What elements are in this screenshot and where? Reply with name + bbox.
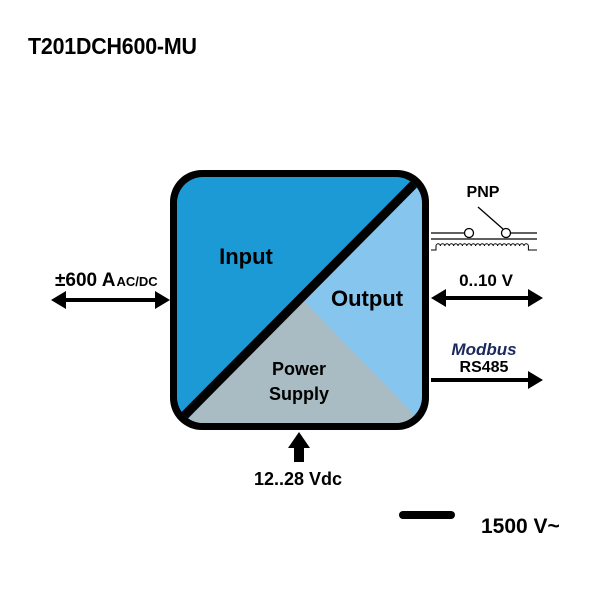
modbus-logo: Modbus bbox=[451, 340, 516, 359]
arrow-head-left bbox=[51, 291, 66, 309]
power-supply-label: 12..28 Vdc bbox=[254, 469, 342, 489]
arrow-head-right bbox=[528, 371, 543, 389]
pnp-switch-symbol bbox=[431, 206, 537, 251]
input-arrow bbox=[51, 291, 170, 309]
input-range: ±600 A bbox=[55, 270, 116, 291]
arrow-head-up bbox=[288, 432, 310, 448]
arrow-head-right bbox=[528, 289, 543, 307]
coil-symbol bbox=[431, 243, 537, 251]
converter-block: Input Output Power Supply bbox=[170, 170, 429, 430]
switch-lever bbox=[477, 206, 504, 230]
diagonal-divider bbox=[177, 177, 422, 423]
pnp-label: PNP bbox=[467, 184, 500, 201]
analog-output-arrow bbox=[431, 289, 543, 307]
output-label: Output bbox=[331, 286, 404, 311]
switch-contact-right bbox=[500, 227, 512, 239]
power-supply-region bbox=[177, 300, 422, 423]
power-label-line2: Supply bbox=[269, 384, 329, 404]
arrow-head-left bbox=[431, 289, 446, 307]
input-label: Input bbox=[219, 244, 273, 269]
input-type: AC/DC bbox=[116, 274, 158, 289]
isolation-voltage-label: 1500 V~ bbox=[481, 515, 560, 538]
input-signal-label: ±600 AAC/DC bbox=[55, 270, 158, 291]
modbus-output-arrow bbox=[431, 371, 543, 389]
power-supply-arrow bbox=[288, 432, 310, 462]
switch-contact-left bbox=[463, 227, 475, 239]
arrow-head-right bbox=[155, 291, 170, 309]
analog-output-label: 0..10 V bbox=[459, 271, 514, 290]
power-label-line1: Power bbox=[272, 359, 326, 379]
product-title: T201DCH600-MU bbox=[28, 33, 197, 59]
rs485-label: RS485 bbox=[460, 359, 509, 376]
